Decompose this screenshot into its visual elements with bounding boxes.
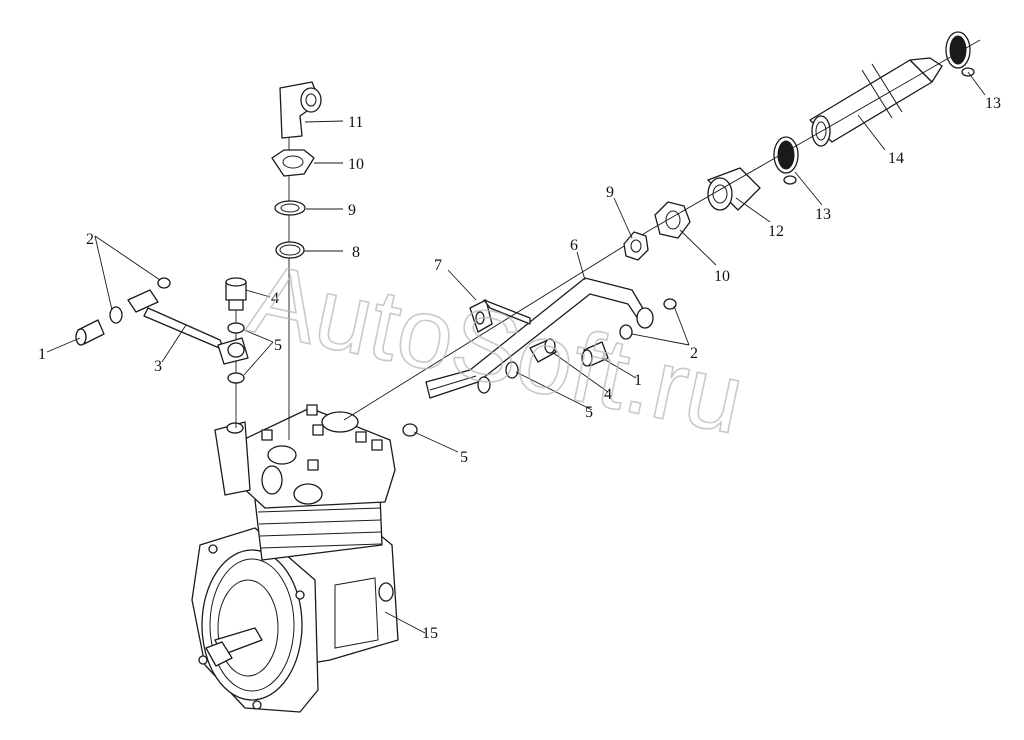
callout-15: 15 bbox=[422, 625, 438, 642]
left-washer-2 bbox=[109, 277, 171, 324]
callout-11: 11 bbox=[348, 114, 363, 131]
callout-3: 3 bbox=[154, 358, 162, 375]
washers-5-left bbox=[227, 322, 245, 384]
union-fitting-12 bbox=[707, 167, 761, 211]
callout-labels: 1 2 3 4 5 11 10 9 8 7 6 9 10 12 13 14 13… bbox=[38, 95, 1001, 642]
callout-8: 8 bbox=[352, 244, 360, 261]
callout-1-right: 1 bbox=[634, 372, 642, 389]
hose-clamp-13-upper bbox=[945, 31, 975, 77]
callout-2-left: 2 bbox=[86, 231, 94, 248]
left-tube-3 bbox=[127, 289, 249, 365]
ring-8 bbox=[275, 241, 305, 259]
callout-1-left: 1 bbox=[38, 346, 46, 363]
right-fitting-1 bbox=[581, 341, 609, 367]
leader-lines bbox=[46, 71, 986, 634]
delivery-pipe-6 bbox=[425, 277, 654, 399]
hose-14 bbox=[809, 57, 943, 147]
callout-5-left: 5 bbox=[274, 337, 282, 354]
elbow-fitting-11 bbox=[279, 81, 322, 139]
callout-5-lower: 5 bbox=[460, 449, 468, 466]
banjo-bolt-4-left bbox=[225, 277, 247, 311]
compressor-head bbox=[214, 404, 396, 509]
callout-7: 7 bbox=[434, 257, 442, 274]
callout-12: 12 bbox=[768, 223, 784, 240]
callout-4-right: 4 bbox=[604, 386, 612, 403]
washer-9-right bbox=[623, 231, 649, 261]
bracket-7 bbox=[469, 299, 531, 333]
callout-13-upper: 13 bbox=[985, 95, 1001, 112]
callout-10-right: 10 bbox=[714, 268, 730, 285]
nut-10-top bbox=[271, 149, 315, 177]
callout-9-right: 9 bbox=[606, 184, 614, 201]
right-washers-2 bbox=[619, 298, 677, 340]
compressor-crankcase bbox=[191, 527, 399, 713]
callout-13-lower: 13 bbox=[815, 206, 831, 223]
nut-10-right bbox=[654, 201, 691, 239]
banjo-bolt-4-right bbox=[529, 338, 557, 363]
callout-14: 14 bbox=[888, 150, 904, 167]
callout-4-left: 4 bbox=[271, 290, 279, 307]
callout-2-right: 2 bbox=[690, 345, 698, 362]
hose-clamp-13-lower bbox=[773, 136, 799, 185]
callout-6: 6 bbox=[570, 237, 578, 254]
washer-9-top bbox=[274, 200, 306, 216]
washers-5-right bbox=[402, 361, 519, 437]
left-fitting-1 bbox=[75, 319, 105, 346]
callout-5-right: 5 bbox=[585, 404, 593, 421]
callout-9-top: 9 bbox=[348, 202, 356, 219]
callout-10-top: 10 bbox=[348, 156, 364, 173]
